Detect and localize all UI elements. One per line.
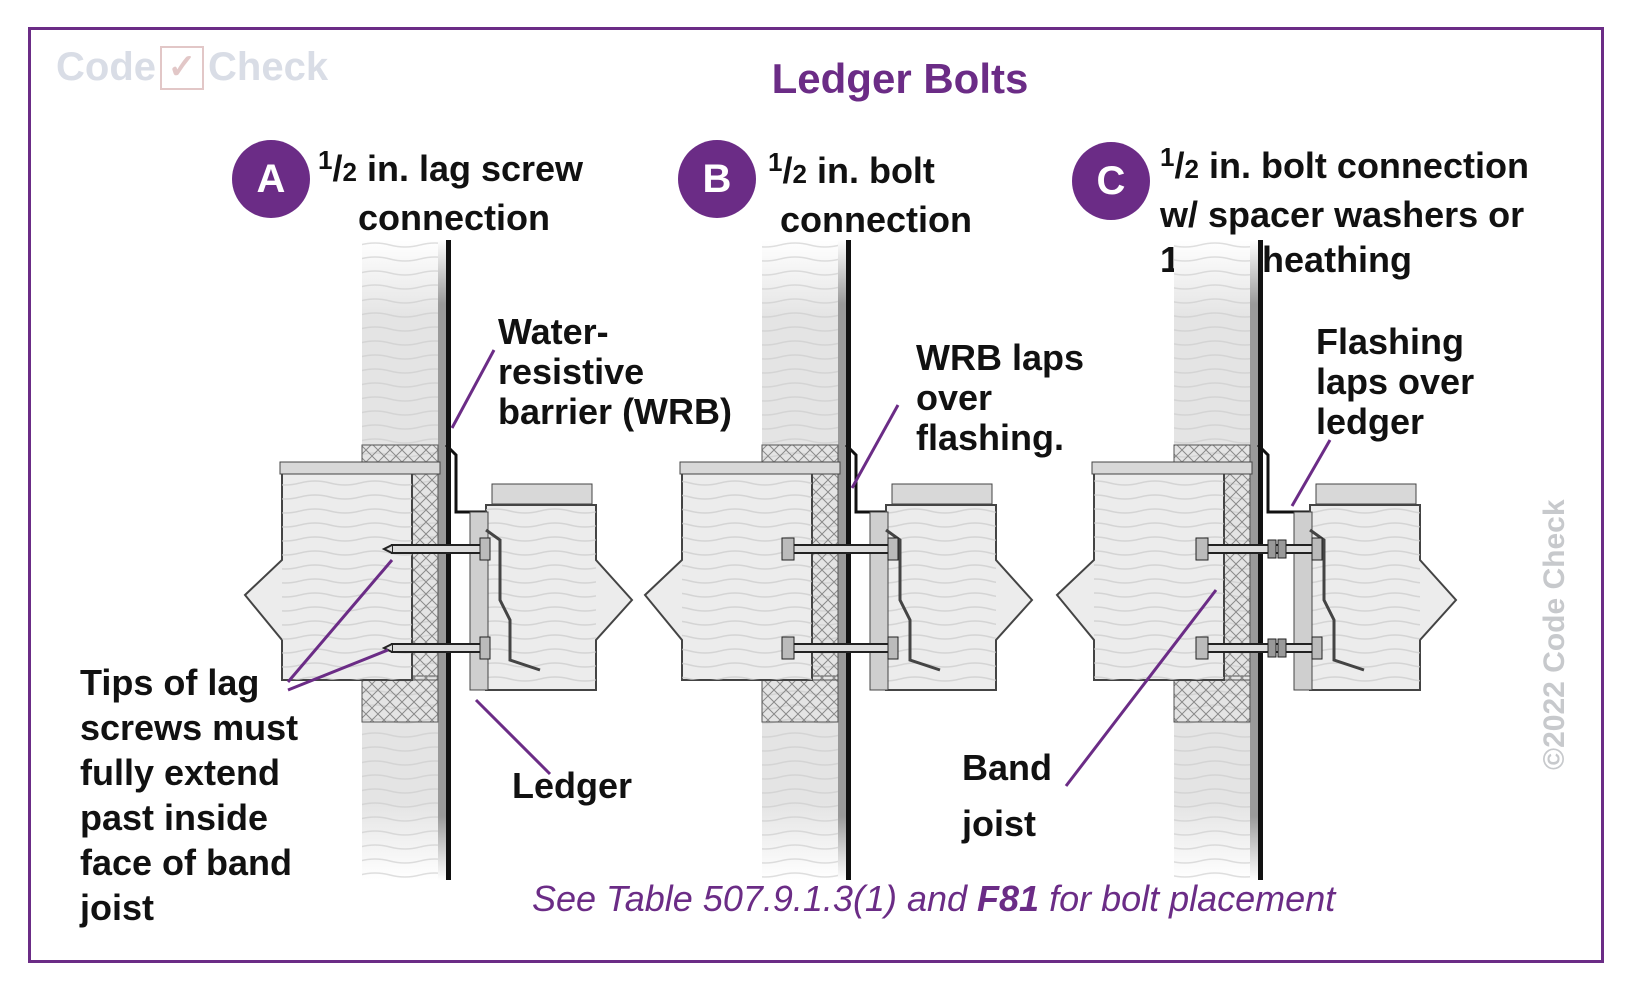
sheathing-c	[1250, 240, 1258, 880]
label-ledger: Ledger	[512, 765, 633, 806]
logo-text-right: Check	[208, 45, 329, 89]
badge-c: C	[1072, 142, 1150, 220]
heading-a: 1/2 in. lag screw connection	[318, 145, 584, 238]
panel-a-drawing	[243, 240, 634, 880]
label-wrb: Water- resistive barrier (WRB)	[498, 311, 733, 432]
footer-note: See Table 507.9.1.3(1) and F81 for bolt …	[532, 878, 1336, 919]
copyright-notice: ©2022 Code Check	[1538, 499, 1571, 770]
code-check-logo: Code ✓ Check	[56, 45, 328, 90]
label-flashing-laps: Flashing laps over ledger	[1316, 321, 1475, 442]
label-wrb-laps: WRB laps over flashing.	[916, 337, 1085, 458]
heading-c: 1/2 in. bolt connection w/ spacer washer…	[1160, 142, 1529, 280]
figure-title: Ledger Bolts	[771, 55, 1029, 102]
sheathing-b	[838, 240, 846, 880]
flashing-a	[444, 443, 486, 514]
label-band-joist: Band joist	[962, 747, 1052, 844]
label-lag-tips: Tips of lag screws must fully extend pas…	[80, 662, 299, 928]
badge-b: B	[678, 140, 756, 218]
wrb-a	[446, 240, 451, 880]
flashing-c	[1256, 443, 1310, 514]
wrb-b	[846, 240, 851, 880]
sheathing-a	[438, 240, 446, 880]
panel-b-drawing	[643, 240, 1034, 880]
figure-frame	[28, 27, 1604, 963]
heading-b: 1/2 in. bolt connection	[768, 147, 973, 240]
badge-a: A	[232, 140, 310, 218]
panel-c-drawing	[1055, 240, 1458, 880]
checkmark-icon: ✓	[160, 45, 204, 90]
flashing-b	[844, 443, 886, 514]
wrb-c	[1258, 240, 1263, 880]
logo-text-left: Code	[56, 45, 156, 89]
